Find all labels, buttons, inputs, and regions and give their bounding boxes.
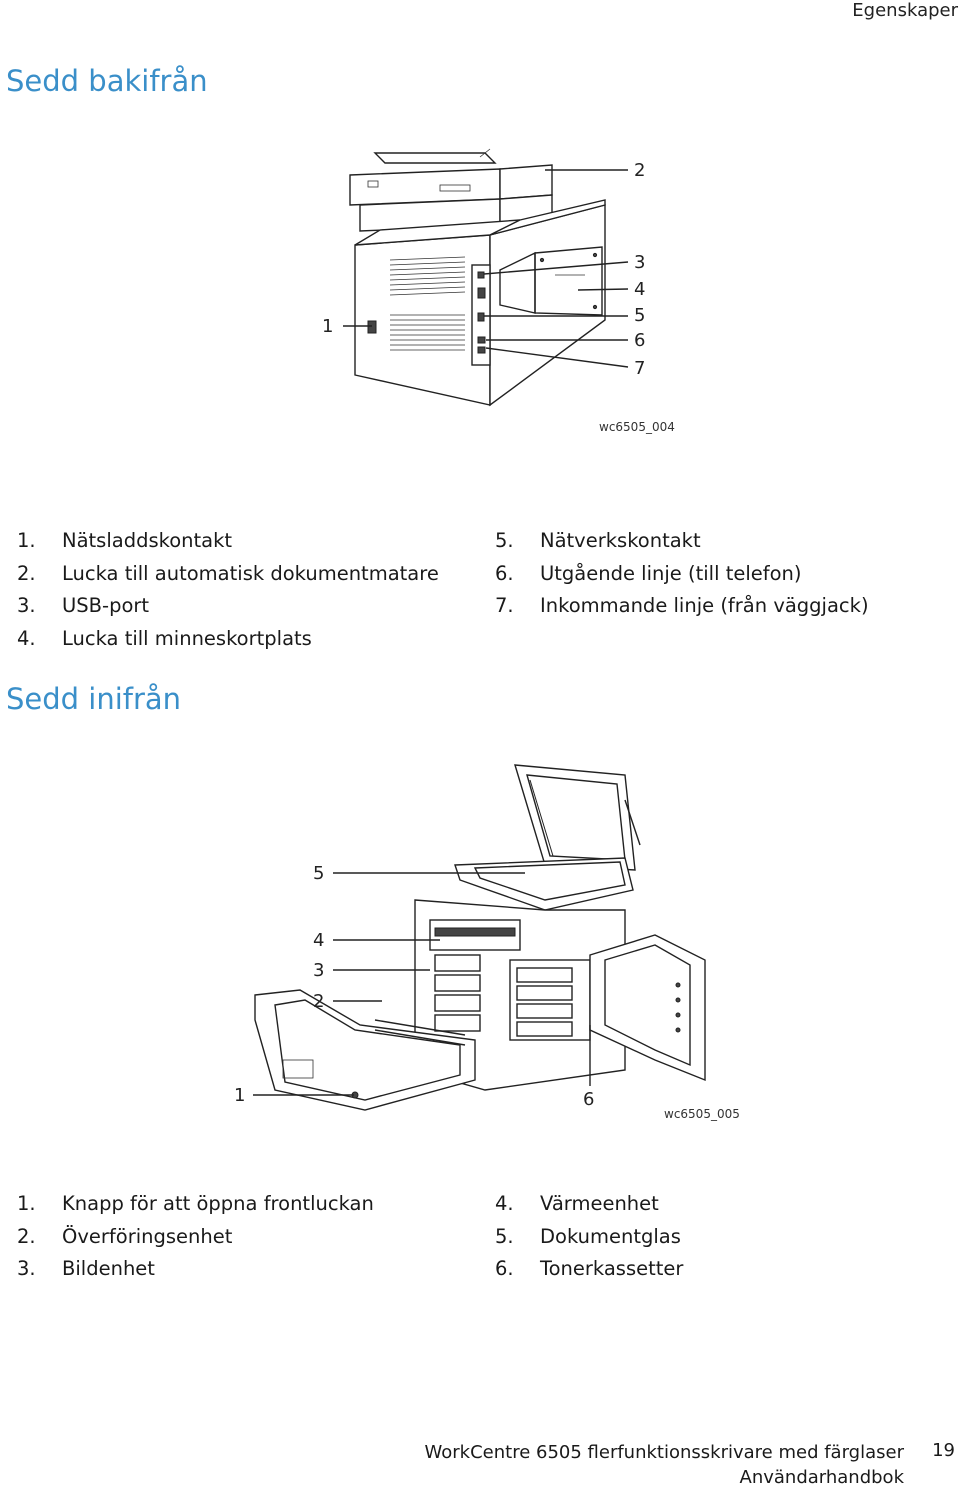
list-item: 7.Inkommande linje (från väggjack) <box>495 594 869 617</box>
header-section-label: Egenskaper <box>852 0 958 21</box>
inside-callout-2: 2 <box>313 991 325 1012</box>
section-title-inside: Sedd inifrån <box>6 682 182 716</box>
footer-doc-title: Användarhandbok <box>739 1467 905 1488</box>
inside-callout-4: 4 <box>313 930 325 951</box>
rear-callout-5: 5 <box>634 305 646 326</box>
inside-image-code: wc6505_005 <box>664 1107 740 1121</box>
rear-image-code: wc6505_004 <box>599 420 675 434</box>
page-number: 19 <box>932 1440 955 1461</box>
inside-callout-3: 3 <box>313 960 325 981</box>
rear-legend-right: 5.Nätverkskontakt 6.Utgående linje (till… <box>495 525 869 623</box>
rear-callout-2: 2 <box>634 160 646 181</box>
footer-product: WorkCentre 6505 flerfunktionsskrivare me… <box>425 1440 904 1490</box>
list-item: 2.Lucka till automatisk dokumentmatare <box>17 561 439 585</box>
rear-callout-6: 6 <box>634 330 646 351</box>
inside-callout-5: 5 <box>313 863 325 884</box>
list-item: 3.Bildenhet <box>17 1257 155 1280</box>
rear-callout-1: 1 <box>322 316 334 337</box>
list-item: 5.Nätverkskontakt <box>495 529 701 552</box>
list-item: 3.USB-port <box>17 594 150 617</box>
inside-callout-leaders <box>253 872 591 1096</box>
inside-callout-1: 1 <box>234 1085 246 1106</box>
rear-printer-illustration <box>349 148 606 407</box>
list-item: 6.Tonerkassetter <box>495 1257 684 1280</box>
inside-callout-6: 6 <box>583 1089 595 1110</box>
list-item: 5.Dokumentglas <box>495 1224 681 1248</box>
inside-legend-left: 1.Knapp för att öppna frontluckan 2.Över… <box>17 1188 374 1286</box>
section-title-rear: Sedd bakifrån <box>6 64 208 98</box>
footer-product-name: WorkCentre 6505 flerfunktionsskrivare me… <box>424 1442 904 1463</box>
list-item: 1.Knapp för att öppna frontluckan <box>17 1192 374 1215</box>
list-item: 1.Nätsladdskontakt <box>17 529 233 552</box>
inside-printer-illustration <box>254 764 706 1111</box>
inside-legend-right: 4.Värmeenhet 5.Dokumentglas 6.Tonerkasse… <box>495 1188 683 1286</box>
rear-legend-left: 1.Nätsladdskontakt 2.Lucka till automati… <box>17 525 439 655</box>
list-item: 4.Lucka till minneskortplats <box>17 626 312 650</box>
rear-callout-leaders <box>343 169 629 368</box>
list-item: 6.Utgående linje (till telefon) <box>495 561 802 585</box>
rear-callout-7: 7 <box>634 358 646 379</box>
rear-callout-4: 4 <box>634 279 646 300</box>
list-item: 4.Värmeenhet <box>495 1192 659 1215</box>
rear-callout-3: 3 <box>634 252 646 273</box>
list-item: 2.Överföringsenhet <box>17 1224 233 1248</box>
